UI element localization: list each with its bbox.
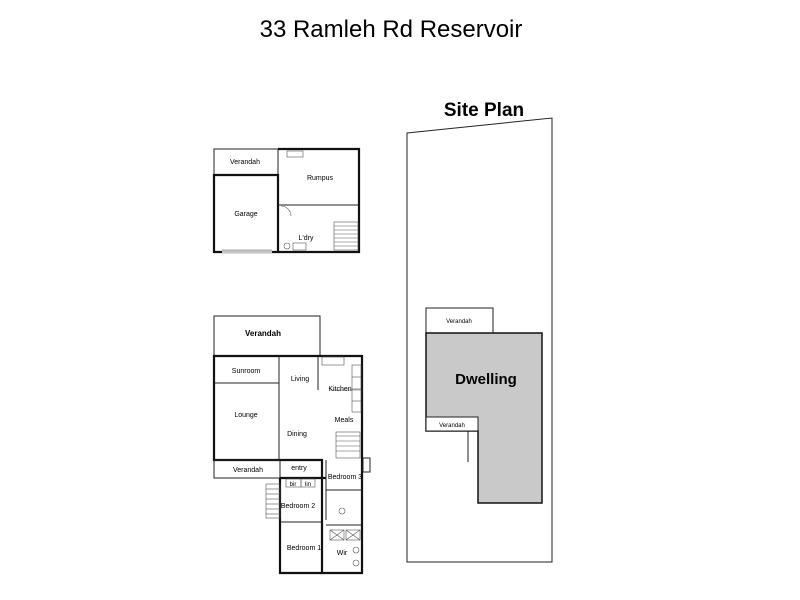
front-stair — [265, 483, 281, 519]
site-verandah-top-label: Verandah — [446, 319, 472, 325]
wir-label: Wir — [337, 550, 348, 557]
lower-level-plan: Verandah Garage Rumpus L'dry — [212, 147, 361, 254]
garage-walls — [212, 173, 280, 254]
page-title: 33 Ramleh Rd Reservoir — [260, 16, 523, 43]
laundry-tub — [292, 242, 307, 251]
site-verandah-bottom-label: Verandah — [439, 423, 465, 429]
site-verandah-bottom — [425, 416, 479, 432]
living-label: Living — [291, 376, 309, 383]
front-verandah-label: Verandah — [233, 467, 263, 474]
ensuite-basin — [338, 507, 346, 515]
garage-label: Garage — [234, 211, 257, 218]
lower-stair — [333, 221, 359, 251]
kitchen-bench — [351, 364, 362, 413]
entry-label: entry — [291, 465, 307, 472]
bedroom3-label: Bedroom 3 — [328, 474, 362, 481]
dining-label: Dining — [287, 431, 307, 438]
site-plan: Site Plan Verandah Dwelling Verandah — [406, 100, 553, 563]
lin-cupboard — [300, 478, 316, 488]
lower-toilet — [283, 242, 291, 250]
bath-fixture — [329, 529, 345, 541]
front-verandah — [213, 459, 281, 479]
main-stair — [335, 431, 361, 459]
hws-unit — [362, 457, 371, 473]
kitchen-label: Kitchen — [328, 386, 351, 393]
sunroom-label: Sunroom — [232, 368, 261, 375]
main-level-plan: Verandah Sunroom Living Kitchen Lounge M… — [212, 315, 371, 575]
laundry-label: L'dry — [299, 235, 314, 242]
site-plan-heading: Site Plan — [444, 100, 524, 121]
shower-fixture — [345, 529, 361, 541]
lounge-label: Lounge — [234, 412, 257, 419]
bir-label: bir — [290, 482, 297, 488]
toilet-fixture — [352, 546, 360, 554]
lin-label: lin — [305, 482, 311, 488]
lower-rumpus-walls — [278, 147, 361, 254]
bedroom2-label: Bedroom 2 — [281, 503, 315, 510]
bedroom2-walls — [278, 476, 326, 575]
site-boundary — [406, 117, 553, 563]
basin-fixture — [352, 559, 360, 567]
rumpus-label: Rumpus — [307, 175, 334, 182]
bedroom1-label: Bedroom 1 — [287, 545, 321, 552]
lower-verandah-label: Verandah — [230, 159, 260, 166]
main-verandah-top-label: Verandah — [245, 329, 281, 338]
rumpus-sink — [286, 150, 304, 158]
kitchen-sink — [321, 356, 345, 366]
meals-label: Meals — [335, 417, 354, 424]
dwelling-label: Dwelling — [455, 371, 517, 388]
